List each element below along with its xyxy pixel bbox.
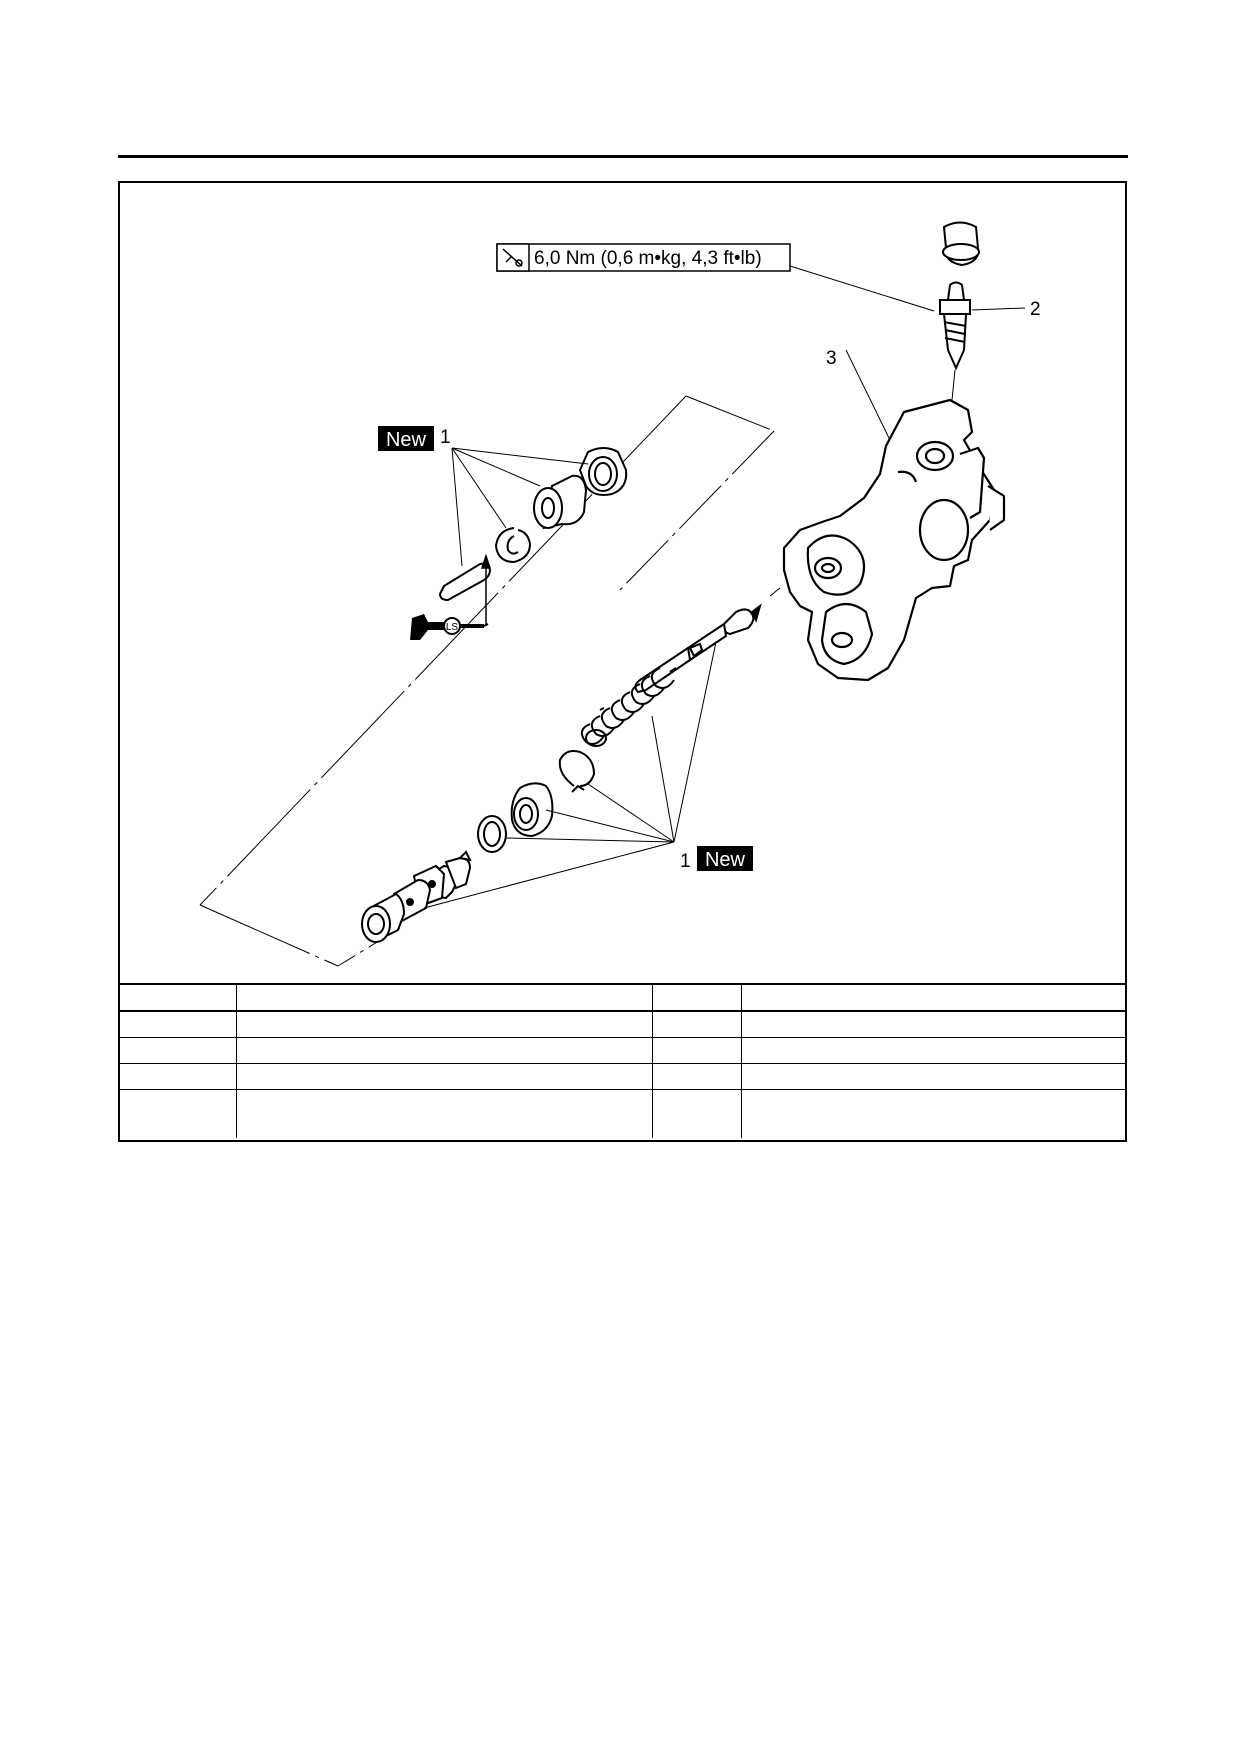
boot: [578, 447, 628, 496]
circlip-large: [558, 750, 596, 793]
new-badge-bottom-label: New: [705, 849, 746, 871]
table-cell: [118, 1037, 237, 1064]
piston-cup: [533, 474, 588, 530]
cylinder-body: [782, 398, 1006, 682]
spring: [580, 667, 677, 747]
table-cell: [652, 983, 742, 1012]
table-header-row: [118, 983, 1127, 1012]
leaders-kit-bottom: [423, 641, 717, 909]
table-cell: [652, 1089, 742, 1138]
table-row: [118, 1063, 1127, 1090]
table-cell: [118, 1089, 237, 1138]
bleed-screw-cap: [942, 221, 980, 267]
table-cell: [236, 1063, 653, 1090]
table-cell: [741, 1063, 1127, 1090]
callout-3: 3: [826, 348, 837, 369]
diagram-frame: [118, 181, 1127, 1142]
table-cell: [118, 1063, 237, 1090]
table-cell: [236, 1037, 653, 1064]
table-row: [118, 1037, 1127, 1064]
circlip-small: [494, 527, 532, 564]
axis-body: [769, 587, 781, 597]
bleed-screw: [939, 281, 971, 371]
table-cell: [652, 1037, 742, 1064]
table-cell: [741, 1011, 1127, 1038]
new-badge-top: New: [378, 426, 434, 451]
table-cell: [652, 1063, 742, 1090]
callout-1-top: 1: [440, 427, 451, 448]
new-badge-top-label: New: [386, 429, 427, 451]
torque-leader: [789, 265, 935, 312]
washer: [477, 815, 507, 853]
piston-rod: [634, 603, 762, 694]
leader-3: [845, 349, 891, 441]
lubricant-mark: LS: [446, 622, 459, 633]
lubricant-arrow: [480, 553, 492, 624]
torque-spec-text: 6,0 Nm (0,6 m•kg, 4,3 ft•lb): [534, 248, 762, 269]
table-cell: [236, 983, 653, 1012]
table-cell: [741, 983, 1127, 1012]
torque-wrench-icon: [502, 248, 523, 267]
table-cell: [118, 1011, 237, 1038]
grouping-outline: [199, 395, 775, 967]
callout-1-bottom: 1: [680, 851, 691, 872]
leaders-kit-top: [451, 447, 589, 567]
table-cell: [236, 1011, 653, 1038]
top-rule: [118, 155, 1128, 158]
table-cell: [118, 983, 237, 1012]
parts-table: [118, 983, 1127, 1138]
leader-2: [971, 307, 1026, 311]
lubricant-ls-icon: LS: [410, 614, 489, 640]
parts-table-area: [118, 983, 1127, 1138]
table-row: [118, 1089, 1127, 1138]
piston-assembly: [361, 850, 472, 943]
seal-cup: [510, 782, 554, 838]
table-cell: [741, 1037, 1127, 1064]
new-badge-bottom: New: [697, 846, 753, 871]
callout-2: 2: [1030, 299, 1041, 320]
table-cell: [652, 1011, 742, 1038]
torque-spec-box: 6,0 Nm (0,6 m•kg, 4,3 ft•lb): [496, 243, 791, 272]
table-row: [118, 1011, 1127, 1038]
pin: [438, 562, 492, 602]
table-cell: [741, 1089, 1127, 1138]
table-cell: [236, 1089, 653, 1138]
